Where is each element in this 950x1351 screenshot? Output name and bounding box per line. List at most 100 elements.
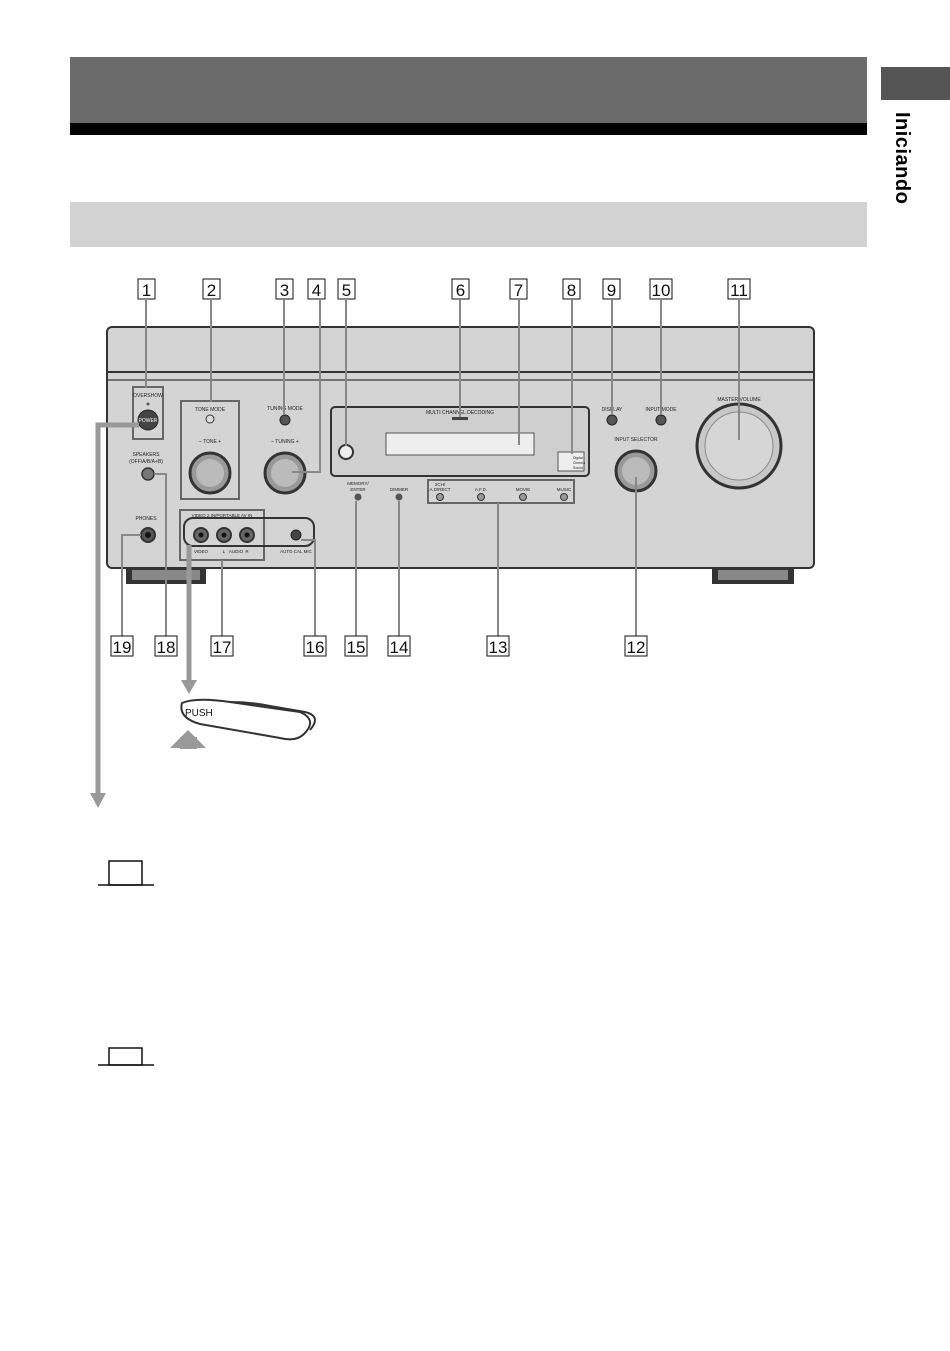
video2-input-section: VIDEO 2 IN/PORTABLE AV IN VIDEO L AUDIO … — [179, 509, 315, 561]
svg-text:16: 16 — [306, 638, 325, 657]
display-window: MULTI CHANNEL DECODING Digital Cinema So… — [330, 406, 590, 477]
power-arrow — [90, 422, 139, 808]
movie-button[interactable] — [519, 493, 527, 501]
phones-section: PHONES — [135, 516, 157, 543]
callout-10: 10 — [649, 278, 673, 300]
svg-text:PHONES: PHONES — [135, 516, 157, 522]
callout-19: 19 — [110, 635, 134, 657]
display-panel — [385, 432, 535, 456]
section-marker-1 — [98, 860, 154, 886]
svg-text:MEMORY/: MEMORY/ — [347, 481, 369, 486]
display-button[interactable] — [606, 414, 618, 426]
svg-text:(OFF/A/B/A+B): (OFF/A/B/A+B) — [129, 459, 163, 465]
callout-4: 4 — [307, 278, 326, 300]
svg-text:7: 7 — [514, 281, 523, 300]
svg-text:12: 12 — [627, 638, 646, 657]
svg-text:– TONE +: – TONE + — [199, 439, 221, 445]
speakers-button[interactable] — [141, 467, 155, 481]
callouts-top: 1 2 3 4 5 6 7 8 9 10 11 — [137, 278, 751, 300]
music-button[interactable] — [560, 493, 568, 501]
callout-11: 11 — [727, 278, 751, 300]
svg-text:2: 2 — [207, 281, 216, 300]
svg-text:11: 11 — [730, 281, 748, 300]
svg-text:10: 10 — [652, 281, 671, 300]
lower-buttons: MEMORY/ ENTER DIMMER 2CH/ A.DIRECT A.F.D… — [347, 479, 575, 504]
svg-text:– TUNING +: – TUNING + — [271, 439, 299, 445]
svg-text:DIMMER: DIMMER — [390, 487, 409, 492]
tone-mode-button[interactable] — [205, 414, 215, 424]
dimmer-button[interactable] — [395, 493, 403, 501]
svg-text:L: L — [223, 549, 226, 554]
svg-text:SPEAKERS: SPEAKERS — [133, 452, 161, 458]
side-tab-label: Iniciando — [890, 112, 914, 232]
svg-text:AUTO CAL MIC: AUTO CAL MIC — [280, 549, 313, 554]
svg-text:VIDEO: VIDEO — [194, 549, 209, 554]
callout-3: 3 — [275, 278, 294, 300]
callout-16: 16 — [303, 635, 327, 657]
a-direct-button[interactable] — [436, 493, 444, 501]
callout-9: 9 — [602, 278, 621, 300]
svg-text:MUSIC: MUSIC — [557, 487, 572, 492]
power-section: OVERSHOW POWER — [132, 386, 164, 440]
callout-12: 12 — [624, 635, 648, 657]
svg-text:2CH/: 2CH/ — [435, 482, 446, 487]
svg-text:OVERSHOW: OVERSHOW — [133, 393, 163, 399]
push-arrow — [181, 545, 197, 694]
auto-cal-mic-jack[interactable] — [290, 529, 302, 541]
svg-text:15: 15 — [347, 638, 366, 657]
svg-text:MOVIE: MOVIE — [516, 487, 531, 492]
svg-text:13: 13 — [489, 638, 508, 657]
svg-text:ENTER: ENTER — [350, 487, 366, 492]
svg-text:R: R — [245, 549, 249, 554]
svg-text:TONE MODE: TONE MODE — [195, 407, 226, 413]
callouts-bottom: 19 18 17 16 15 14 13 12 — [110, 635, 648, 657]
svg-text:1: 1 — [142, 281, 151, 300]
callout-13: 13 — [486, 635, 510, 657]
tuning-mode-button[interactable] — [279, 414, 291, 426]
svg-text:VIDEO 2 IN/PORTABLE AV IN: VIDEO 2 IN/PORTABLE AV IN — [192, 513, 253, 518]
svg-text:PUSH: PUSH — [185, 708, 213, 719]
svg-text:TUNING MODE: TUNING MODE — [267, 406, 303, 412]
svg-text:Cinema: Cinema — [573, 461, 585, 465]
receiver-front-panel-figure: 1 2 3 4 5 6 7 8 9 10 11 OVERSHOW POWER S… — [90, 278, 815, 808]
svg-text:8: 8 — [567, 281, 576, 300]
svg-text:A.DIRECT: A.DIRECT — [429, 487, 450, 492]
memory-enter-button[interactable] — [354, 493, 362, 501]
svg-text:AUDIO: AUDIO — [229, 549, 244, 554]
page-title-band — [70, 57, 867, 123]
svg-text:POWER: POWER — [139, 418, 158, 424]
svg-text:9: 9 — [607, 281, 616, 300]
callout-7: 7 — [509, 278, 528, 300]
svg-text:4: 4 — [312, 281, 321, 300]
side-tab-text: Iniciando — [891, 112, 913, 205]
push-door-illustration: PUSH — [170, 698, 316, 749]
svg-text:6: 6 — [456, 281, 465, 300]
input-mode-button[interactable] — [655, 414, 667, 426]
afd-button[interactable] — [477, 493, 485, 501]
callout-17: 17 — [210, 635, 234, 657]
svg-text:3: 3 — [280, 281, 289, 300]
svg-text:Sound: Sound — [573, 466, 583, 470]
leader-lines — [121, 299, 740, 636]
side-tab-marker — [881, 67, 950, 100]
callout-18: 18 — [154, 635, 178, 657]
tone-section: TONE MODE – TONE + — [180, 400, 240, 500]
svg-text:18: 18 — [157, 638, 176, 657]
callout-1: 1 — [137, 278, 156, 300]
callout-5: 5 — [337, 278, 356, 300]
svg-text:5: 5 — [342, 281, 351, 300]
section-heading-band — [70, 202, 867, 247]
remote-sensor — [338, 444, 354, 460]
svg-text:A.F.D.: A.F.D. — [475, 487, 487, 492]
svg-text:19: 19 — [113, 638, 132, 657]
callout-15: 15 — [344, 635, 368, 657]
svg-text:Digital: Digital — [573, 456, 583, 460]
callout-2: 2 — [202, 278, 221, 300]
callout-8: 8 — [562, 278, 581, 300]
callout-6: 6 — [451, 278, 470, 300]
svg-text:17: 17 — [213, 638, 232, 657]
title-rule — [70, 123, 867, 135]
power-button[interactable] — [137, 409, 159, 431]
callout-14: 14 — [387, 635, 411, 657]
svg-text:14: 14 — [390, 638, 409, 657]
